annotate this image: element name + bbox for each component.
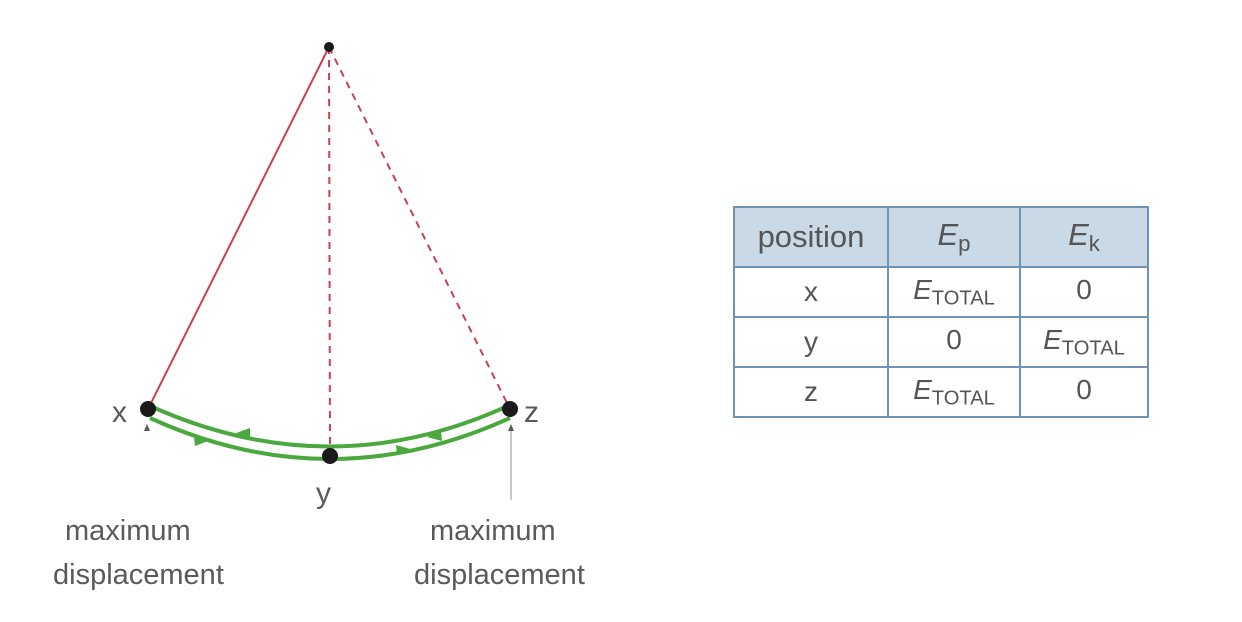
caption-right-line1: maximum xyxy=(430,515,556,547)
bob-y xyxy=(322,448,338,464)
header-kinetic-energy: Ek xyxy=(1019,206,1149,268)
path-arrow-left xyxy=(236,428,250,438)
cell-ep: ETOTAL xyxy=(887,366,1021,418)
caption-pointer-z-tip xyxy=(508,424,514,431)
header-position-text: position xyxy=(757,219,865,254)
table-row: y 0 ETOTAL xyxy=(733,316,1149,368)
point-label-y: y xyxy=(316,477,331,510)
path-arrow-left xyxy=(427,431,442,441)
cell-ek: 0 xyxy=(1019,266,1149,318)
swing-path-outer xyxy=(147,403,511,449)
cell-ep-symbol: E xyxy=(913,273,932,305)
cell-ek-value: 0 xyxy=(1076,373,1092,405)
cell-ep-subscript: TOTAL xyxy=(931,387,995,410)
pendulum-string-y xyxy=(328,46,331,457)
point-label-x: x xyxy=(112,396,127,429)
cell-position: z xyxy=(733,366,889,418)
caption-left-line2: displacement xyxy=(53,559,224,591)
caption-left-line1: maximum xyxy=(65,515,191,547)
cell-ek-symbol: E xyxy=(1043,323,1062,355)
cell-ep-subscript: TOTAL xyxy=(931,287,995,310)
cell-ek-value: 0 xyxy=(1076,273,1092,305)
energy-table: position Ep Ek x ETOTAL 0 y 0 ETOTAL z E… xyxy=(733,206,1149,418)
header-ek-symbol: E xyxy=(1068,216,1089,252)
table-header-row: position Ep Ek xyxy=(733,206,1149,268)
header-ek-subscript: k xyxy=(1088,231,1100,257)
header-potential-energy: Ep xyxy=(887,206,1021,268)
table-row: x ETOTAL 0 xyxy=(733,266,1149,318)
caption-pointer-x-tip xyxy=(144,424,150,431)
header-position: position xyxy=(733,206,889,268)
cell-ek: ETOTAL xyxy=(1019,316,1149,368)
table-row: z ETOTAL 0 xyxy=(733,366,1149,418)
pendulum-string-x xyxy=(147,46,330,410)
header-ep-symbol: E xyxy=(937,216,959,252)
point-label-z: z xyxy=(524,396,539,429)
cell-ep-symbol: E xyxy=(913,373,932,405)
header-ep-subscript: p xyxy=(958,231,971,257)
pendulum-string-z xyxy=(328,46,511,410)
cell-ek: 0 xyxy=(1019,366,1149,418)
cell-ek-subscript: TOTAL xyxy=(1061,337,1125,360)
cell-ep: 0 xyxy=(887,316,1021,368)
pendulum-diagram: x y z maximum displacement maximum displ… xyxy=(53,42,585,591)
path-arrow-right xyxy=(396,445,410,455)
bob-x xyxy=(140,401,156,417)
cell-ep: ETOTAL xyxy=(887,266,1021,318)
caption-right-line2: displacement xyxy=(414,559,585,591)
cell-position: y xyxy=(733,316,889,368)
cell-position: x xyxy=(733,266,889,318)
bob-z xyxy=(502,401,518,417)
cell-ep-value: 0 xyxy=(946,323,962,355)
path-arrow-right xyxy=(194,436,208,446)
pivot-point xyxy=(324,42,334,52)
